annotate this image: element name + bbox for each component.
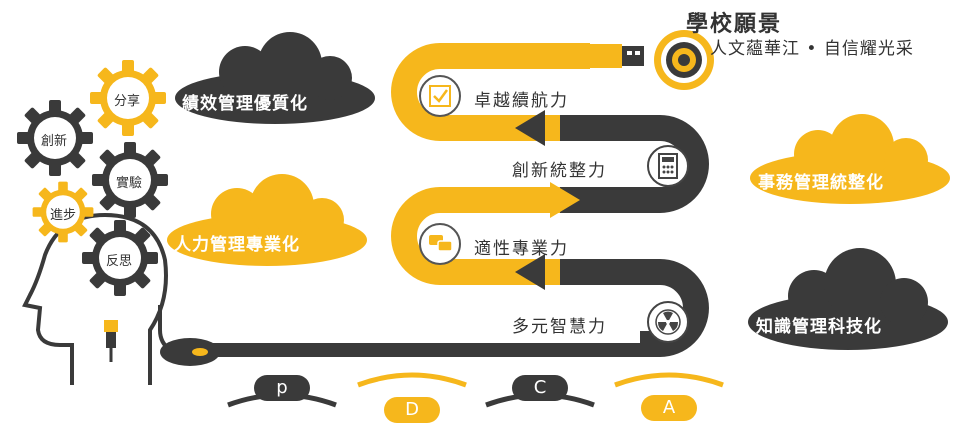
cloud-performance xyxy=(175,32,375,124)
gear-label: 創新 xyxy=(41,134,68,149)
chat-bubbles-icon xyxy=(419,223,461,265)
cloud-admin xyxy=(750,114,950,204)
vision-subtitle: 人文蘊華江 • 自信耀光采 xyxy=(710,39,914,59)
step-label: 適性專業力 xyxy=(474,239,569,259)
arrow-right-icon xyxy=(550,182,580,218)
step-label: 多元智慧力 xyxy=(512,317,607,337)
step-label: 卓越續航力 xyxy=(474,91,569,111)
checkbox-icon xyxy=(419,75,461,117)
cloud-label-knowledge: 知識管理科技化 xyxy=(756,317,882,337)
cloud-label-performance: 績效管理優質化 xyxy=(182,94,308,114)
step-label: 創新統整力 xyxy=(512,161,607,181)
cloud-knowledge xyxy=(748,248,948,350)
gear-label: 進步 xyxy=(50,208,77,223)
pdca-plan-badge: p xyxy=(254,375,310,401)
gear-label: 反思 xyxy=(106,254,133,269)
mouse-icon xyxy=(160,338,220,366)
arrow-left-icon xyxy=(515,110,545,146)
vision-title: 學校願景 xyxy=(686,12,783,37)
pdca-arc-a xyxy=(614,372,724,388)
gear-label: 分享 xyxy=(114,94,141,109)
arrow-left-icon xyxy=(515,254,545,290)
target-icon xyxy=(654,30,714,90)
pdca-act-badge: A xyxy=(641,395,697,421)
cloud-label-hr: 人力管理專業化 xyxy=(174,235,300,255)
radiation-icon xyxy=(647,301,689,343)
pdca-arc-d xyxy=(357,372,467,388)
gear-label: 實驗 xyxy=(116,176,143,191)
pdca-check-badge: C xyxy=(512,375,568,401)
cloud-label-admin: 事務管理統整化 xyxy=(758,173,884,193)
head-plug-icon xyxy=(104,320,118,362)
usb-plug-icon xyxy=(586,44,644,68)
calculator-icon xyxy=(647,145,689,187)
cloud-hr xyxy=(167,174,367,266)
pdca-do-badge: D xyxy=(384,397,440,423)
